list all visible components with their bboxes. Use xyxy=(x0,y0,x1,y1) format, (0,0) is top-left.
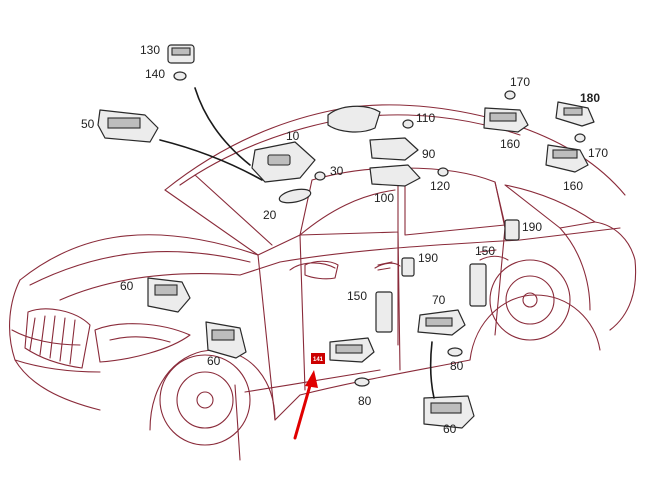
red-arrow xyxy=(293,370,318,440)
lamp-180-part xyxy=(555,101,595,127)
lamp-130-part xyxy=(167,44,195,64)
callout-160-right: 160 xyxy=(563,179,583,193)
callout-150-front: 150 xyxy=(347,289,367,303)
lamp-70-part xyxy=(417,309,466,336)
highlight-label: 141 xyxy=(313,357,324,363)
callout-180: 180 xyxy=(580,91,600,105)
bulb-80-right-part xyxy=(447,347,463,357)
callout-110: 110 xyxy=(416,111,435,125)
bulb-120-part xyxy=(437,167,449,177)
callout-labels: 130 140 50 10 20 30 110 90 120 100 170 1… xyxy=(81,43,608,436)
bulb-80-lower-part xyxy=(354,377,370,387)
bulb-30-part xyxy=(314,171,326,181)
callout-80-lower: 80 xyxy=(358,394,372,408)
callout-50: 50 xyxy=(81,117,95,131)
bulb-110-part xyxy=(402,119,414,129)
lamp-190-front-part xyxy=(401,257,415,277)
callout-190-rear: 190 xyxy=(522,220,542,234)
callout-60-lower: 60 xyxy=(443,422,457,436)
lamp-60-lower-part xyxy=(423,395,475,429)
callout-100: 100 xyxy=(374,191,394,205)
callout-130: 130 xyxy=(140,43,160,57)
callout-60-dash: 60 xyxy=(207,354,221,368)
lamp-60-front-part xyxy=(147,277,191,313)
console-10-part xyxy=(251,141,316,183)
lens-100-part xyxy=(369,164,421,187)
bulb-170-top-part xyxy=(504,90,516,100)
callout-150-rear: 150 xyxy=(475,244,495,258)
callout-170-right: 170 xyxy=(588,146,608,160)
callout-160-top: 160 xyxy=(500,137,520,151)
callout-30: 30 xyxy=(330,164,344,178)
highlight-box xyxy=(311,353,325,364)
lens-150-front-part xyxy=(375,291,393,333)
callout-60-front: 60 xyxy=(120,279,134,293)
callout-170-top: 170 xyxy=(510,75,530,89)
lamp-160-right-part xyxy=(545,144,589,173)
callout-10: 10 xyxy=(286,129,300,143)
dome-lamp-part xyxy=(327,105,381,133)
lamp-60-dash-part xyxy=(205,321,247,359)
highlight-callout: 141 xyxy=(311,353,325,364)
bulb-140-part xyxy=(173,71,187,81)
callout-90: 90 xyxy=(422,147,436,161)
leader-lines xyxy=(159,87,435,399)
module-50-part xyxy=(97,109,159,143)
callout-80-right: 80 xyxy=(450,359,464,373)
lens-90-part xyxy=(369,137,419,161)
lamp-160-top-part xyxy=(483,107,529,133)
car-outline xyxy=(9,104,637,461)
callout-120: 120 xyxy=(430,179,450,193)
callout-20: 20 xyxy=(263,208,277,222)
bulb-170-right-part xyxy=(574,133,586,143)
lens-20-part xyxy=(278,188,312,204)
callout-140: 140 xyxy=(145,67,165,81)
lens-150-rear-part xyxy=(469,263,487,307)
lamp-141-part xyxy=(329,337,375,363)
callout-190-front: 190 xyxy=(418,251,438,265)
callout-70: 70 xyxy=(432,293,446,307)
lamp-190-rear-part xyxy=(504,219,520,241)
